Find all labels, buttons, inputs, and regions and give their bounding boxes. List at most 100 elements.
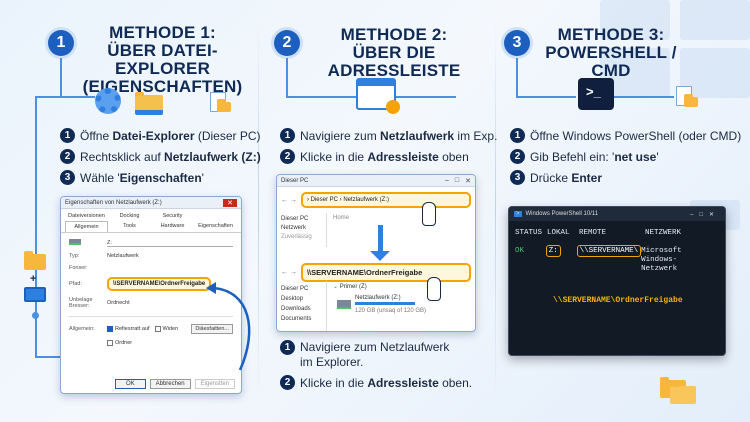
path-row: Pfad:\\SERVERNAME\OrdnerFreigabe <box>61 274 241 294</box>
address-row-2: ← → \\SERVERNAME\OrdnerFreigabe <box>281 263 471 282</box>
address-bar[interactable]: › Dieser PC › Netzlaufwerk (Z:) <box>300 192 471 208</box>
section-label: ⌄ Primer (Z) <box>333 284 367 290</box>
dialog-tabs: Dateiversionen Docking Security . Allgem… <box>61 209 241 233</box>
drive-tile[interactable]: Netzlaufwerk (Z:)120 GB (unsaq of 120 GB… <box>337 295 426 314</box>
close-button[interactable]: ✕ <box>465 177 471 185</box>
column-divider <box>258 20 259 400</box>
maximize-button[interactable]: □ <box>454 176 460 184</box>
method-2-title: METHODE 2:ÜBER DIE ADRESSLEISTE <box>327 25 461 80</box>
unc-address-bar[interactable]: \\SERVERNAME\OrdnerFreigabe <box>300 263 471 282</box>
fs-row: Fonser: <box>69 265 88 271</box>
file-explorer-window: Dieser PC –□ ✕ ← → › Dieser PC › Netzlaufw… <box>276 174 476 332</box>
tab[interactable]: Eigenschaften <box>198 223 233 229</box>
powershell-icon: >_ <box>578 78 614 110</box>
attrs-row: Allgemein: Refiesrratt auf Widen Diäesfa… <box>61 321 241 337</box>
method-3-title: METHODE 3:POWERSHELL / CMD <box>545 25 677 80</box>
tab[interactable]: Hardware <box>160 223 185 229</box>
connector-line <box>286 58 288 98</box>
connector-line <box>396 96 456 98</box>
nav-arrows-icon[interactable]: ← → <box>281 196 297 204</box>
method-1-title: METHODE 1:ÜBER DATEI-EXPLORER(EIGENSCHAF… <box>82 23 243 96</box>
tab[interactable]: Docking <box>119 213 140 219</box>
connector-line <box>60 58 62 96</box>
connector-line <box>35 356 65 358</box>
down-arrow-head <box>370 251 390 261</box>
cancel-button[interactable]: Abbrechen <box>149 379 191 389</box>
file-explorer-icon <box>135 92 163 115</box>
drive-row: Z: <box>61 233 241 250</box>
checkbox[interactable] <box>154 326 161 332</box>
nav-item[interactable]: Dieser PC <box>281 286 309 292</box>
nav-item[interactable]: Zuverlässig <box>281 234 312 240</box>
tab-allgemein[interactable]: Allgemein <box>65 221 108 232</box>
usage-bar <box>355 302 415 305</box>
close-button[interactable]: ✕ <box>223 198 237 207</box>
nav-item[interactable]: Desktop <box>281 296 304 302</box>
minimize-button[interactable]: – <box>444 176 449 184</box>
connector-line <box>35 96 37 356</box>
nav-item[interactable]: Downloads <box>281 306 311 312</box>
folder-row: Ordner <box>61 337 241 349</box>
tab[interactable]: Security <box>162 213 183 219</box>
dialog-titlebar: Eigenschaften von Netzlaufwerk (Z:)✕ <box>61 197 241 209</box>
apply-button[interactable]: Eigenstten <box>194 379 235 389</box>
tab[interactable]: Tools <box>123 223 136 229</box>
terminal-titlebar: >Windows PowerShell 10/11–□✕ <box>509 207 725 221</box>
hand-cursor-icon <box>422 202 436 226</box>
address-row: ← → › Dieser PC › Netzlaufwerk (Z:) <box>277 187 475 213</box>
used-row: Unbelage Bresser:Ordnecht <box>69 297 130 309</box>
column-divider <box>495 20 496 400</box>
gear-icon <box>95 88 121 114</box>
explorer-titlebar: Dieser PC–□✕ <box>277 175 475 187</box>
method-1-badge: 1 <box>48 30 74 56</box>
method-3-badge: 3 <box>504 30 530 56</box>
nav-pane: Dieser PC Netzwerk Zuverlässig <box>277 213 327 247</box>
nav-item[interactable]: Documents <box>281 316 312 322</box>
connector-line <box>516 96 576 98</box>
powershell-icon: > <box>514 211 522 217</box>
folder-icon <box>670 383 696 404</box>
folder-icon <box>24 251 46 270</box>
nav-item[interactable]: Dieser PC <box>281 216 309 222</box>
callout-arrow <box>206 282 251 371</box>
home-label: Home <box>333 215 350 221</box>
checkbox-checked[interactable] <box>107 326 113 332</box>
bg-tile <box>680 0 750 40</box>
folder-icon <box>684 94 698 107</box>
unc-path-field[interactable]: \\SERVERNAME\OrdnerFreigabe <box>107 277 212 291</box>
explorer-top-pane: Dieser PC Netzwerk Zuverlässig Home <box>277 213 475 247</box>
ok-button[interactable]: OK <box>114 379 146 389</box>
dialog-buttons: OK Abbrechen Eigenstten <box>114 379 235 389</box>
hand-cursor-icon <box>427 277 441 301</box>
properties-dialog: Eigenschaften von Netzlaufwerk (Z:)✕ Dat… <box>60 196 242 394</box>
connector-line <box>286 96 356 98</box>
nav-item[interactable]: Netzwerk <box>281 225 307 231</box>
net-use-row: OK Z: \\SERVERNAME\ Microsoft Windows-Ne… <box>515 245 682 273</box>
nav-arrows-icon[interactable]: ← → <box>281 269 297 276</box>
method-1-column: 1 METHODE 1:ÜBER DATEI-EXPLORER(EIGENSCH… <box>0 0 261 422</box>
bg-tile <box>600 0 670 40</box>
type-row: Typ:Netzlaufwerk <box>69 253 139 259</box>
tab[interactable]: Dateiversionen <box>68 213 105 219</box>
drive-icon <box>69 239 81 245</box>
advanced-button[interactable]: Diäesfaitten... <box>191 324 233 334</box>
connector-line <box>516 58 518 98</box>
connector-line <box>35 96 95 98</box>
checkbox[interactable] <box>107 340 113 346</box>
window-controls[interactable]: –□✕ <box>690 211 720 218</box>
cursor-icon <box>386 100 400 114</box>
